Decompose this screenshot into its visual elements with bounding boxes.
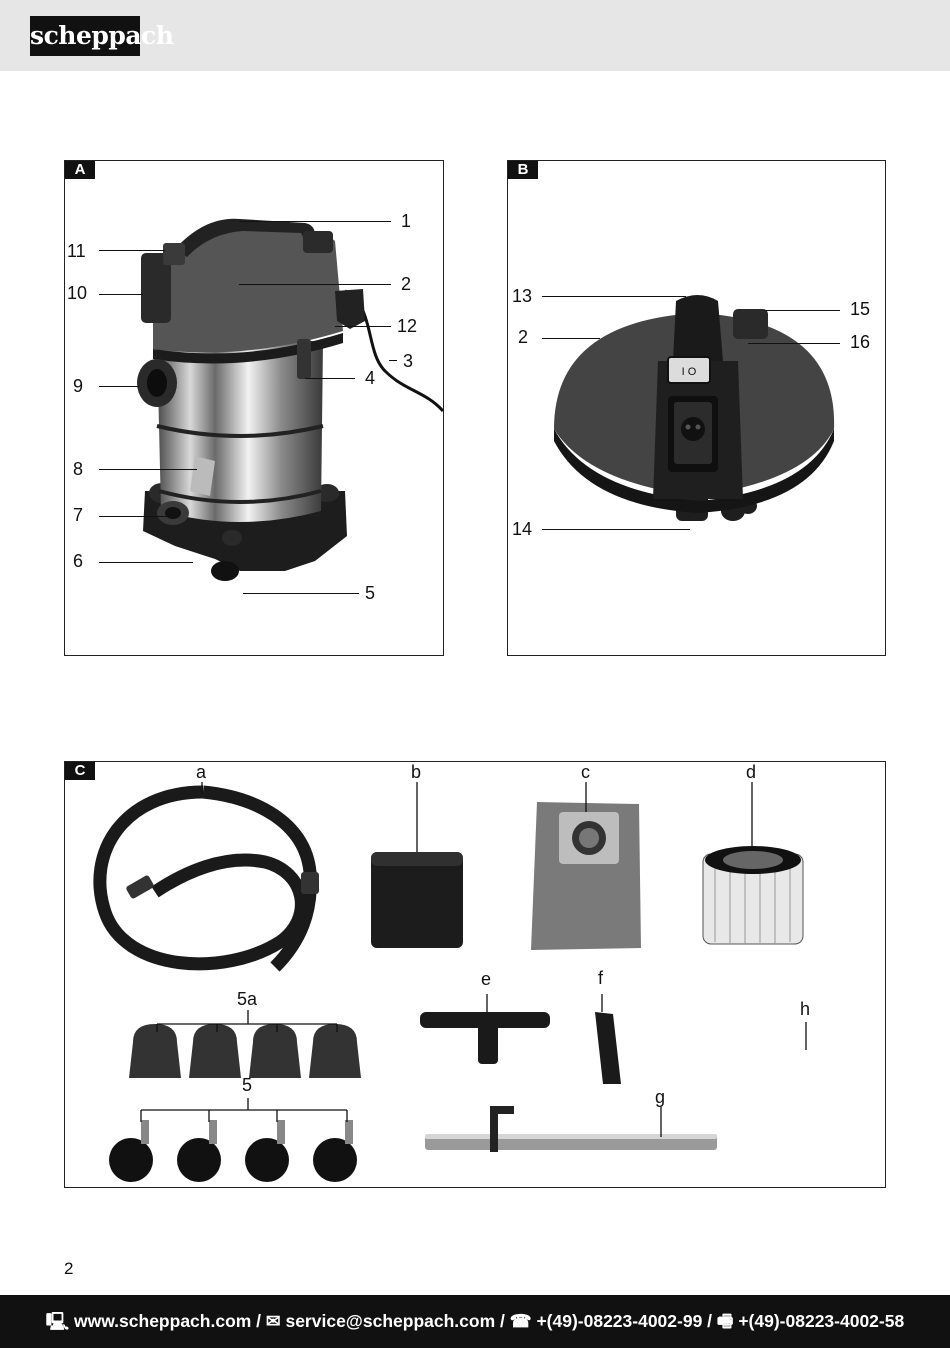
callout-a: a	[196, 762, 207, 782]
floor-nozzle-illustration	[420, 1012, 550, 1064]
callout-12: 12	[397, 316, 418, 336]
casters-illustration	[109, 1120, 357, 1182]
callout-2: 2	[401, 274, 412, 294]
callout-14: 14	[512, 519, 533, 539]
cartridge-filter-illustration	[702, 846, 804, 945]
power-switch-label: I O	[682, 366, 697, 378]
callout-6: 6	[73, 551, 84, 571]
accessories-illustration	[93, 782, 807, 1182]
callout-2b: 2	[518, 327, 529, 347]
callout-1: 1	[401, 211, 412, 231]
callout-15: 15	[850, 299, 871, 319]
callout-5: 5	[242, 1075, 253, 1095]
footer-bar: 🖳︎ www.scheppach.com / ✉︎ service@schepp…	[0, 1295, 950, 1348]
mail-icon: ✉︎	[265, 1311, 281, 1331]
header-bar: scheppach	[0, 0, 950, 71]
callout-d: d	[746, 762, 757, 782]
brand-logo: scheppach	[30, 16, 174, 56]
callout-11: 11	[67, 241, 86, 261]
callout-9: 9	[73, 376, 84, 396]
figure-c: C	[64, 761, 886, 1188]
figure-b-tag: B	[508, 161, 538, 179]
figure-c-tag: C	[65, 762, 95, 780]
callout-4: 4	[365, 368, 376, 388]
callout-16: 16	[850, 332, 871, 352]
callout-g: g	[655, 1087, 666, 1107]
callout-c: c	[581, 762, 590, 782]
callout-b: b	[411, 762, 422, 782]
callout-e: e	[481, 969, 492, 989]
callout-5: 5	[365, 583, 376, 603]
fax-icon: 🖷︎	[716, 1311, 734, 1331]
extension-tube-illustration	[425, 1106, 717, 1152]
hose-illustration	[93, 785, 319, 972]
motor-head-illustration: I O	[554, 295, 835, 521]
callout-10: 10	[67, 283, 88, 303]
callout-h: h	[800, 999, 811, 1019]
callout-13: 13	[512, 286, 533, 306]
filter-bag-illustration	[531, 802, 641, 950]
computer-icon: 🖳︎	[45, 1311, 70, 1331]
page-number: 2	[64, 1259, 74, 1278]
callout-7: 7	[73, 505, 84, 525]
caster-sockets-illustration	[129, 1024, 361, 1078]
website-link[interactable]: www.scheppach.com /	[74, 1311, 262, 1331]
figure-a: A	[64, 160, 445, 656]
phone-number: +(49)-08223-4002-99 /	[536, 1311, 713, 1331]
figure-b: B I O 13 2 14 15 16	[507, 160, 886, 656]
callout-f: f	[598, 968, 604, 988]
foam-filter-illustration	[371, 852, 463, 948]
callout-5a: 5a	[237, 989, 258, 1009]
callout-3: 3	[403, 351, 414, 371]
vacuum-front-illustration	[137, 218, 445, 581]
email-link[interactable]: service@scheppach.com /	[285, 1311, 505, 1331]
figure-a-tag: A	[65, 161, 95, 179]
phone-icon: ☎︎	[509, 1311, 532, 1331]
callout-8: 8	[73, 459, 84, 479]
crevice-nozzle-illustration	[595, 1012, 621, 1084]
fax-number: +(49)-08223-4002-58	[738, 1311, 905, 1331]
